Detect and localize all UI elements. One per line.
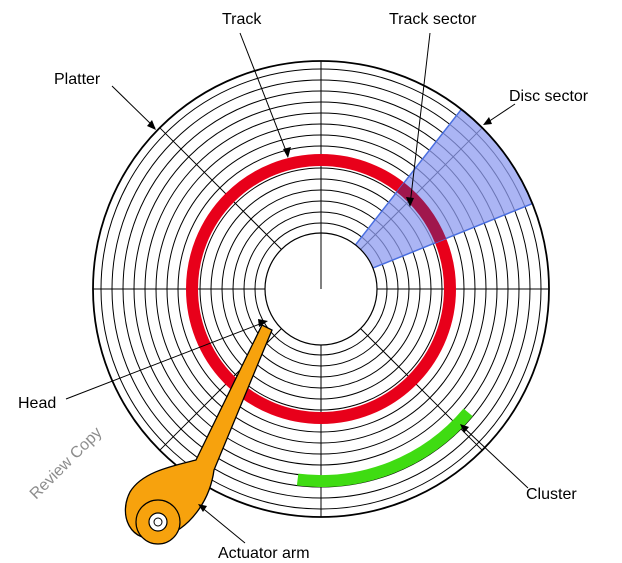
- actuator-arm-arrowhead: [198, 504, 207, 512]
- platter-arrowhead: [147, 120, 156, 130]
- cluster-leader: [461, 425, 529, 489]
- track-sector-arrowhead: [406, 197, 414, 207]
- track-sector-arc: [396, 182, 447, 244]
- track-arrowhead: [283, 147, 291, 158]
- cluster-arrowhead: [460, 424, 469, 433]
- leader-arrowheads: [147, 117, 492, 512]
- highlighted-track: [186, 154, 456, 424]
- actuator-pivot-center: [153, 517, 163, 527]
- label-track: Track: [222, 11, 262, 28]
- disc-sector-arrowhead: [483, 117, 492, 125]
- track-leader: [239, 32, 289, 157]
- actuator-arm: [124, 324, 273, 545]
- actuator-arm-body: [124, 324, 273, 540]
- watermark-text: Review Copy: [27, 424, 106, 503]
- label-track-sector: Track sector: [389, 11, 477, 28]
- platter-edge: [92, 60, 550, 518]
- head-arrowhead: [258, 319, 268, 327]
- label-platter: Platter: [54, 71, 101, 88]
- actuator-arm-leader: [199, 505, 246, 544]
- platter-leader: [111, 85, 156, 129]
- head-leader: [65, 321, 266, 400]
- track-sector-leader: [409, 32, 431, 206]
- cluster-arc: [296, 408, 473, 488]
- sector-divider-line: [360, 328, 483, 451]
- label-actuator-arm: Actuator arm: [218, 545, 310, 562]
- label-head: Head: [18, 395, 56, 412]
- label-leaders: [65, 32, 529, 544]
- label-cluster: Cluster: [526, 486, 577, 503]
- sector-divider-line: [159, 127, 282, 250]
- label-disc-sector: Disc sector: [509, 88, 589, 105]
